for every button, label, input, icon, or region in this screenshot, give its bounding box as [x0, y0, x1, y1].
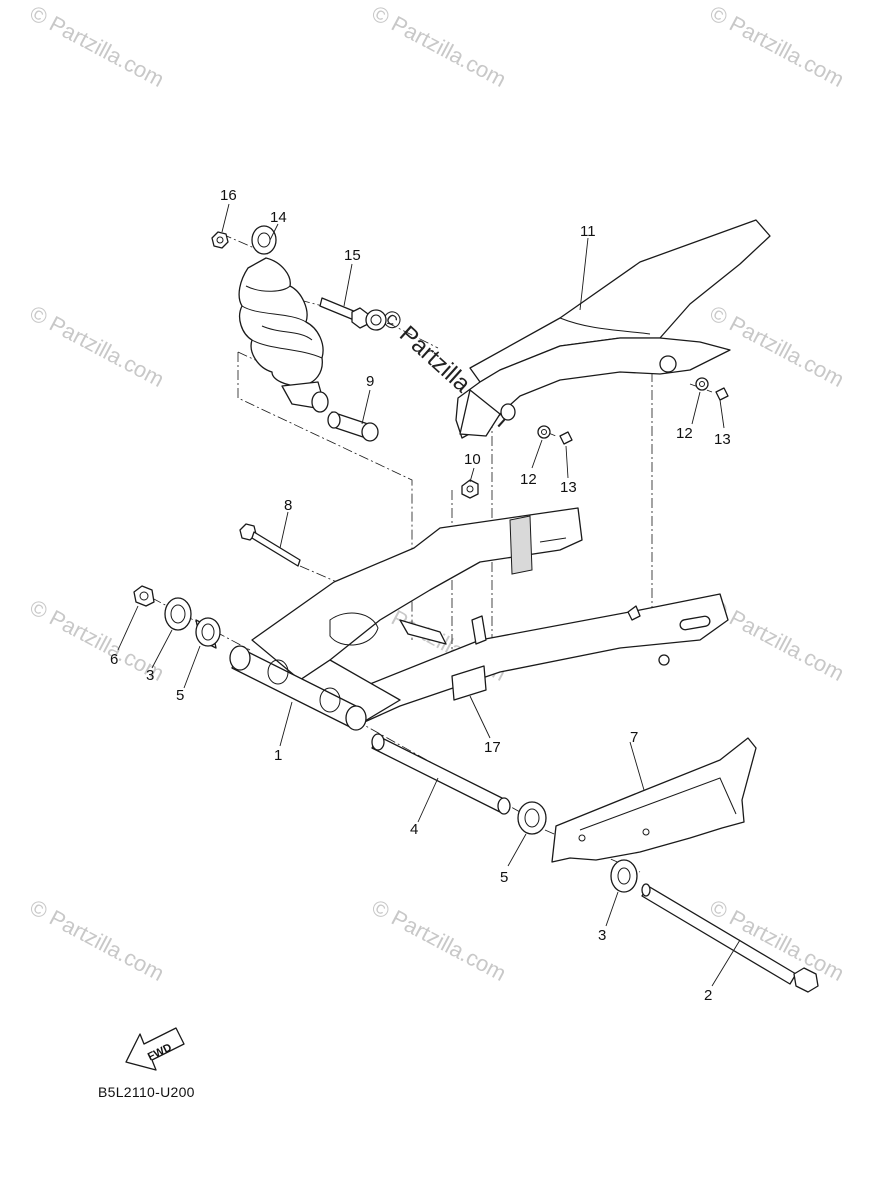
pivot-bolt-2	[641, 883, 819, 993]
swingarm-1	[251, 507, 729, 725]
collar-9	[327, 411, 379, 442]
pivot-tube	[229, 645, 367, 731]
watermark: © Partzilla.com	[368, 0, 511, 92]
oil-seal-3-right	[610, 859, 638, 893]
callout-4: 4	[410, 821, 418, 838]
callout-11: 11	[580, 223, 596, 240]
nut-10	[461, 479, 479, 499]
callout-13: 13	[560, 479, 577, 496]
pivot-shaft-4	[371, 733, 511, 815]
callout-2: 2	[704, 987, 712, 1004]
label-17	[451, 665, 487, 701]
collar-bolt-set-b	[695, 377, 729, 401]
callout-17: 17	[484, 739, 501, 756]
watermark: © Partzilla.com	[706, 0, 849, 92]
diagram-code: B5L2110-U200	[98, 1084, 195, 1100]
callout-16: 16	[220, 187, 237, 204]
fwd-arrow-icon: FWD	[125, 1027, 185, 1071]
callout-3: 3	[146, 667, 154, 684]
bolt-15	[319, 297, 387, 331]
callout-15: 15	[344, 247, 361, 264]
callout-10: 10	[464, 451, 481, 468]
watermark: © Partzilla.com	[26, 0, 169, 92]
bearing-5-right	[517, 801, 547, 835]
callout-6: 6	[110, 651, 118, 668]
watermark: © Partzilla.com	[706, 300, 849, 392]
leader-lines	[117, 203, 741, 987]
nut-6	[133, 585, 155, 607]
callout-9: 9	[366, 373, 374, 390]
watermarks: © Partzilla.com © Partzilla.com © Partzi…	[26, 0, 849, 986]
callouts: 16 14 15 11 9 12 13 12 13 10 8 6 3 5 1 1…	[110, 187, 731, 1004]
callout-3: 3	[598, 927, 606, 944]
callout-7: 7	[630, 729, 638, 746]
nut-16	[211, 231, 229, 249]
collar-bolt-set-a	[537, 425, 573, 445]
watermark: © Partzilla.com	[26, 894, 169, 986]
callout-14: 14	[270, 209, 287, 226]
callout-8: 8	[284, 497, 292, 514]
callout-12: 12	[520, 471, 537, 488]
callout-5: 5	[176, 687, 184, 704]
oil-seal-3-left	[164, 597, 192, 631]
callout-1: 1	[274, 747, 282, 764]
callout-12: 12	[676, 425, 693, 442]
chain-guard-7	[551, 737, 757, 863]
rear-shock-absorber	[238, 225, 329, 413]
callout-5: 5	[500, 869, 508, 886]
watermark: © Partzilla.com	[26, 300, 169, 392]
callout-13: 13	[714, 431, 731, 448]
bearing-5-left	[195, 617, 221, 649]
chain-case-11	[455, 219, 771, 439]
watermark: © Partzilla.com	[706, 594, 849, 686]
watermark: © Partzilla.com	[368, 894, 511, 986]
bolt-8	[239, 523, 301, 567]
